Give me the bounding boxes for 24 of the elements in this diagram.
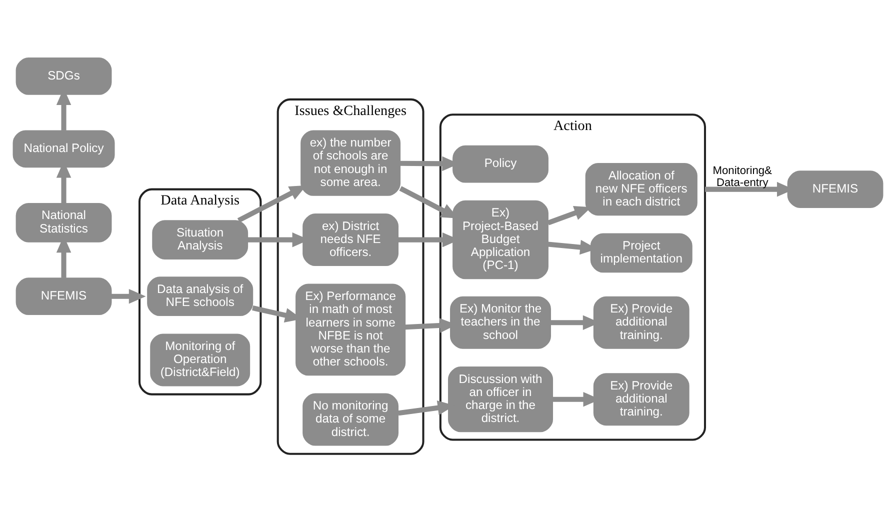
arrow — [546, 206, 591, 226]
node-box: Data analysis of NFE schools — [146, 276, 253, 316]
node-box: NFEMIS — [786, 170, 883, 208]
node-box: National Statistics — [15, 202, 112, 242]
node-box: National Policy — [12, 130, 114, 168]
node-box: NFEMIS — [15, 278, 112, 316]
node-box: Ex) Provide additional training. — [592, 296, 689, 349]
node-box: Situation Analysis — [152, 220, 248, 260]
node-box: Project implementation — [590, 233, 692, 273]
arrow — [236, 185, 306, 223]
edge-label: Monitoring& Data-entry — [712, 164, 772, 190]
node-box: Ex) Project-Based Budget Application (PC-1) — [452, 200, 548, 280]
node-box: ex) District needs NFE officers. — [302, 214, 398, 266]
node-box: Ex) Monitor the teachers in the school — [450, 296, 550, 349]
node-box: Ex) Provide additional training. — [592, 373, 689, 426]
node-box: Allocation of new NFE officers in each district — [584, 163, 697, 216]
node-box: No monitoring data of some district. — [302, 393, 398, 446]
node-box: SDGs — [15, 58, 112, 95]
node-box: Policy — [452, 145, 548, 183]
node-box: Discussion with an officer in charge in the district. — [448, 366, 553, 432]
node-box: Ex) Performance in math of most learners in some NFBE is not worse than the other schools. — [295, 284, 406, 376]
node-box: Monitoring of Operation (District&Field) — [150, 334, 250, 386]
node-box: ex) the number of schools are not enough in some area. — [300, 130, 400, 196]
arrow — [110, 288, 146, 304]
